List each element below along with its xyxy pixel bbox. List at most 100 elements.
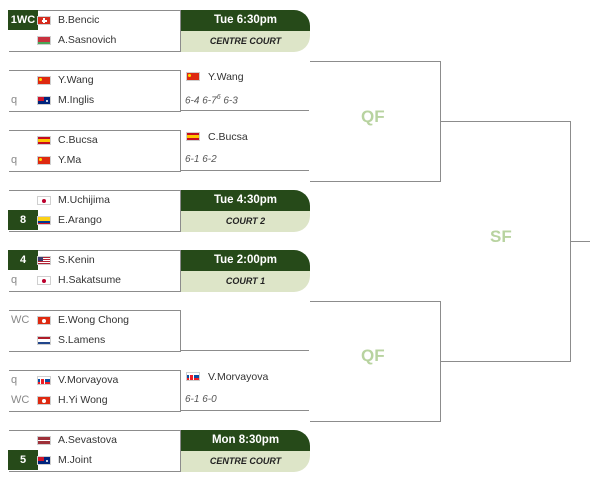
winner-slot [181,310,309,351]
player-name[interactable]: B.Bencic [58,14,100,26]
player-name[interactable]: S.Lamens [58,334,106,346]
flag-hkg-icon [37,396,51,405]
court-name: CENTRE COURT [181,31,310,52]
match-2[interactable]: Y.Wang q M.Inglis Y.Wang 6-4 6-76 6-3 [0,70,590,114]
seed-label: 4 [8,250,38,270]
player-row[interactable]: WC E.Wong Chong [0,310,300,330]
flag-chn-icon [186,72,200,81]
winner-name[interactable]: Y.Wang [208,71,244,83]
player-name[interactable]: E.Wong Chong [58,314,130,326]
flag-usa-icon [37,256,51,265]
flag-esp-icon [186,132,200,141]
match-time: Mon 8:30pm [181,430,310,451]
player-name[interactable]: Y.Ma [58,154,82,166]
flag-chn-icon [37,76,51,85]
player-row[interactable]: 4 S.Kenin [0,250,300,270]
player-name[interactable]: C.Bucsa [58,134,98,146]
match-score: 6-1 6-0 [185,394,217,405]
seed-label: 5 [8,450,38,470]
player-row[interactable]: Y.Wang [0,70,300,90]
connector-line [310,421,440,422]
flag-hkg-icon [37,316,51,325]
flag-ned-icon [37,336,51,345]
player-row[interactable]: q V.Morvayova [0,370,300,390]
seed-label: 1WC [8,10,38,30]
flag-svk-icon [37,376,51,385]
match-box [9,310,181,352]
player-name[interactable]: A.Sevastova [58,434,117,446]
player-name[interactable]: E.Arango [58,214,102,226]
player-row[interactable]: q H.Sakatsume [0,270,300,290]
round-label-sf: SF [490,227,512,246]
player-name[interactable]: M.Inglis [58,94,95,106]
player-name[interactable]: M.Joint [58,454,92,466]
flag-jpn-icon [37,196,51,205]
winner-name[interactable]: V.Morvayova [208,371,269,383]
flag-lat-icon [37,436,51,445]
round-label-qf-bottom: QF [361,346,385,365]
score-text: 6-1 6-0 [185,394,217,405]
player-row[interactable]: M.Uchijima [0,190,300,210]
connector-line [440,121,570,122]
score-text: 6-4 6-7 [185,95,217,107]
player-row[interactable]: 1WC B.Bencic [0,10,300,30]
seed-label: q [11,374,18,386]
player-row[interactable]: q Y.Ma [0,150,300,170]
flag-jpn-icon [37,276,51,285]
seed-label: 8 [8,210,38,230]
player-row[interactable]: S.Lamens [0,330,300,350]
connector-line [310,61,440,62]
seed-label: q [11,274,18,286]
match-time: Tue 2:00pm [181,250,310,271]
player-name[interactable]: A.Sasnovich [58,34,117,46]
flag-sui-icon [37,16,51,25]
match-time: Tue 6:30pm [181,10,310,31]
winner-slot: V.Morvayova 6-1 6-0 [181,370,309,411]
connector-line [570,241,590,242]
flag-col-icon [37,216,51,225]
player-row[interactable]: 8 E.Arango [0,210,300,230]
player-row[interactable]: WC H.Yi Wong [0,390,300,410]
court-name: COURT 1 [181,271,310,292]
player-name[interactable]: V.Morvayova [58,374,119,386]
flag-svk-icon [186,372,200,381]
connector-line [440,361,570,362]
match-score: 6-4 6-76 6-3 [185,94,238,106]
court-name: COURT 2 [181,211,310,232]
player-row[interactable]: q M.Inglis [0,90,300,110]
player-name[interactable]: M.Uchijima [58,194,110,206]
seed-label: q [11,94,18,106]
flag-blr-icon [37,36,51,45]
player-name[interactable]: Y.Wang [58,74,94,86]
winner-name[interactable]: C.Bucsa [208,131,248,143]
flag-aus-icon [37,456,51,465]
seed-label: WC [11,314,30,326]
player-name[interactable]: H.Yi Wong [58,394,108,406]
player-name[interactable]: H.Sakatsume [58,274,122,286]
player-row[interactable]: A.Sasnovich [0,30,300,50]
player-row[interactable]: A.Sevastova [0,430,300,450]
winner-slot: C.Bucsa 6-1 6-2 [181,130,309,171]
seed-label: q [11,154,18,166]
score-text-end: 6-3 [220,95,238,107]
court-name: CENTRE COURT [181,451,310,472]
player-name[interactable]: S.Kenin [58,254,95,266]
player-row[interactable]: C.Bucsa [0,130,300,150]
score-text: 6-1 6-2 [185,154,217,165]
round-label-qf-top: QF [361,107,385,126]
seed-label: WC [11,394,30,406]
match-3[interactable]: C.Bucsa q Y.Ma C.Bucsa 6-1 6-2 [0,130,590,174]
player-row[interactable]: 5 M.Joint [0,450,300,470]
flag-aus-icon [37,96,51,105]
connector-line [310,181,440,182]
